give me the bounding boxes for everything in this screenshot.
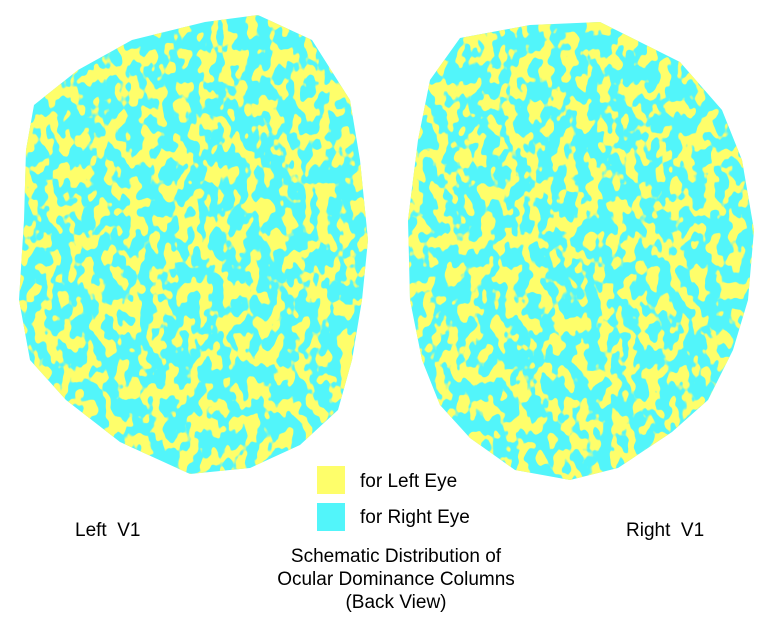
right-v1-label: Right V1 [626,520,705,541]
caption-line-1: Schematic Distribution of [290,546,502,567]
left-eye-legend-label: for Left Eye [360,471,458,492]
left-eye-legend-swatch [317,466,345,494]
figure-caption: Schematic Distribution of Ocular Dominan… [236,545,556,614]
caption-line-3: (Back View) [345,592,447,613]
caption-line-2: Ocular Dominance Columns [277,569,515,590]
left-v1-label: Left V1 [75,520,141,541]
right-eye-legend-label: for Right Eye [360,507,470,528]
right-eye-legend-swatch [317,503,345,531]
